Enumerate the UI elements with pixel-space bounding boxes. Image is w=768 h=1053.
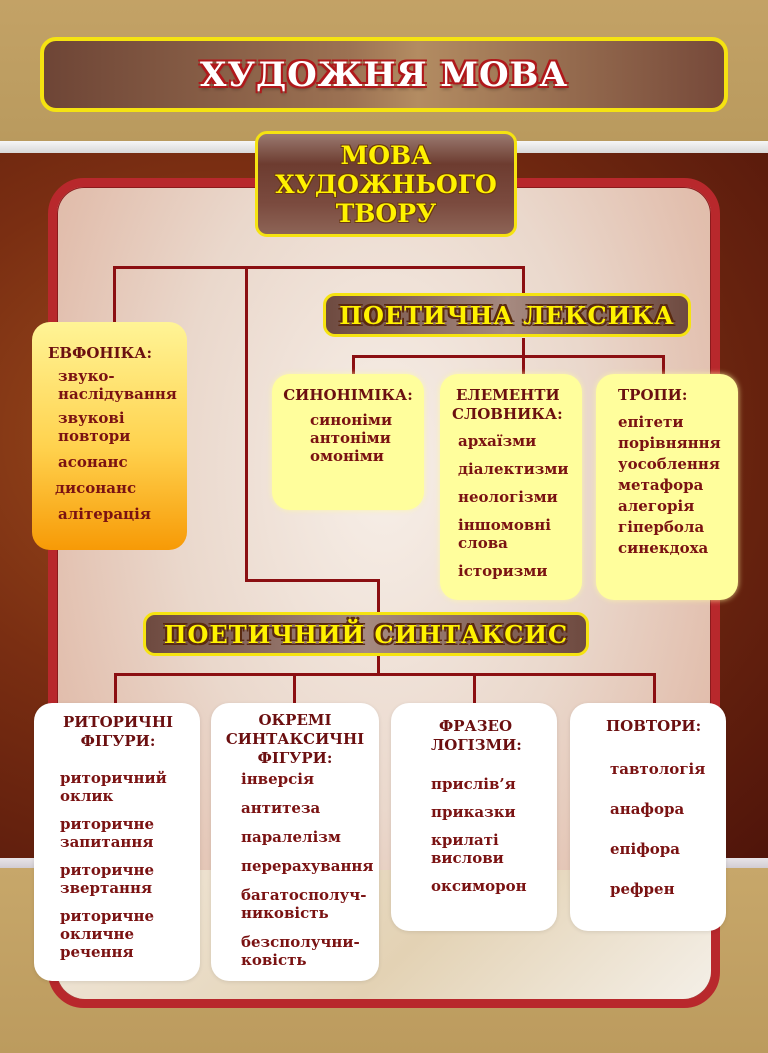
list-item: неологізми [458, 488, 558, 506]
card-title: ФРАЗЕО [439, 717, 513, 735]
list-item: приказки [431, 803, 516, 821]
section-title: ПОЕТИЧНИЙ СИНТАКСИС [163, 619, 569, 649]
list-item: епітети [618, 413, 684, 431]
list-item: гіпербола [618, 518, 705, 536]
connector [245, 579, 380, 582]
repetitions-card: ПОВТОРИ: тавтологія анафора епіфора рефр… [570, 703, 726, 931]
list-item: асонанс [58, 453, 128, 471]
list-item: звукові [58, 409, 125, 427]
card-title: СЛОВНИКА: [452, 405, 563, 423]
connector [653, 673, 656, 703]
list-item: повтори [58, 427, 131, 445]
list-item: окличне [60, 925, 135, 943]
rhetorical-figures-card: РИТОРИЧНІ ФІГУРИ: риторичний оклик ритор… [34, 703, 200, 981]
list-item: риторичний [60, 769, 167, 787]
card-title: ФІГУРИ: [257, 749, 333, 767]
list-item: архаїзми [458, 432, 537, 450]
phraseology-card: ФРАЗЕО ЛОГІЗМИ: прислів’я приказки крила… [391, 703, 557, 931]
section-title: ПОЕТИЧНА ЛЕКСИКА [339, 300, 675, 330]
list-item: епіфора [610, 840, 680, 858]
list-item: оксиморон [431, 877, 527, 895]
card-title: ЕВФОНІКА: [48, 344, 152, 362]
list-item: метафора [618, 476, 704, 494]
list-item: риторичне [60, 815, 155, 833]
list-item: крилаті [431, 831, 499, 849]
list-item: наслідування [58, 385, 177, 403]
card-title: РИТОРИЧНІ [62, 713, 174, 731]
euphony-card: ЕВФОНІКА: звуко- наслідування звукові по… [32, 322, 187, 550]
list-item: слова [458, 534, 508, 552]
list-item: анафора [610, 800, 685, 818]
card-title: ТРОПИ: [618, 386, 688, 404]
connector [473, 673, 476, 703]
list-item: вислови [431, 849, 504, 867]
section-poetic-syntax: ПОЕТИЧНИЙ СИНТАКСИС [143, 612, 589, 656]
card-title: ФІГУРИ: [80, 732, 156, 750]
list-item: історизми [458, 562, 548, 580]
title-banner: ХУДОЖНЯ МОВА [40, 37, 728, 112]
syntactic-figures-card: ОКРЕМІ СИНТАКСИЧНІ ФІГУРИ: інверсія анти… [211, 703, 379, 981]
root-line: ХУДОЖНЬОГО [275, 169, 497, 199]
list-item: іншомовні [458, 516, 551, 534]
list-item: безсполучни- [241, 933, 360, 951]
connector [522, 266, 525, 296]
root-line: МОВА [340, 140, 432, 170]
connector [113, 266, 524, 269]
synonymics-card: СИНОНІМІКА: синоніми антоніми омоніми [272, 374, 424, 510]
list-item: оклик [60, 787, 114, 805]
list-item: прислів’я [431, 775, 516, 793]
list-item: синоніми [310, 411, 393, 429]
list-item: порівняння [618, 434, 721, 452]
list-item: багатосполуч- [241, 886, 367, 904]
list-item: риторичне [60, 861, 155, 879]
list-item: алітерація [58, 505, 151, 523]
list-item: уособлення [618, 455, 720, 473]
list-item: речення [60, 943, 134, 961]
list-item: никовість [241, 904, 329, 922]
list-item: паралелізм [241, 828, 341, 846]
list-item: ковість [241, 951, 307, 969]
card-title: ОКРЕМІ [258, 711, 332, 729]
connector [377, 579, 380, 613]
list-item: тавтологія [610, 760, 706, 778]
section-poetic-lexicon: ПОЕТИЧНА ЛЕКСИКА [323, 293, 691, 337]
list-item: перерахування [241, 857, 374, 875]
list-item: звертання [60, 879, 153, 897]
card-title: СИНОНІМІКА: [283, 386, 413, 404]
root-line: ТВОРУ [335, 198, 437, 228]
card-title: ПОВТОРИ: [606, 717, 702, 735]
list-item: рефрен [610, 880, 675, 898]
connector [662, 355, 665, 375]
connector [352, 355, 665, 358]
list-item: риторичне [60, 907, 155, 925]
connector [352, 355, 355, 375]
list-item: антитеза [241, 799, 321, 817]
card-title: ЛОГІЗМИ: [431, 736, 522, 754]
list-item: інверсія [241, 770, 315, 788]
card-title: ЕЛЕМЕНТИ [456, 386, 560, 404]
connector [245, 266, 248, 581]
list-item: діалектизми [458, 460, 569, 478]
list-item: дисонанс [55, 479, 137, 497]
card-title: СИНТАКСИЧНІ [225, 730, 365, 748]
connector [114, 673, 117, 703]
connector [377, 656, 380, 676]
connector [114, 673, 656, 676]
list-item: синекдоха [618, 539, 709, 557]
root-node: МОВА ХУДОЖНЬОГО ТВОРУ [255, 131, 517, 237]
page-title: ХУДОЖНЯ МОВА [199, 54, 569, 95]
list-item: запитання [60, 833, 154, 851]
tropes-card: ТРОПИ: епітети порівняння уособлення мет… [596, 374, 738, 600]
list-item: омоніми [310, 447, 384, 465]
connector [113, 266, 116, 324]
vocabulary-card: ЕЛЕМЕНТИ СЛОВНИКА: архаїзми діалектизми … [440, 374, 582, 600]
list-item: антоніми [310, 429, 391, 447]
connector [293, 673, 296, 703]
list-item: звуко- [58, 367, 115, 385]
list-item: алегорія [618, 497, 695, 515]
